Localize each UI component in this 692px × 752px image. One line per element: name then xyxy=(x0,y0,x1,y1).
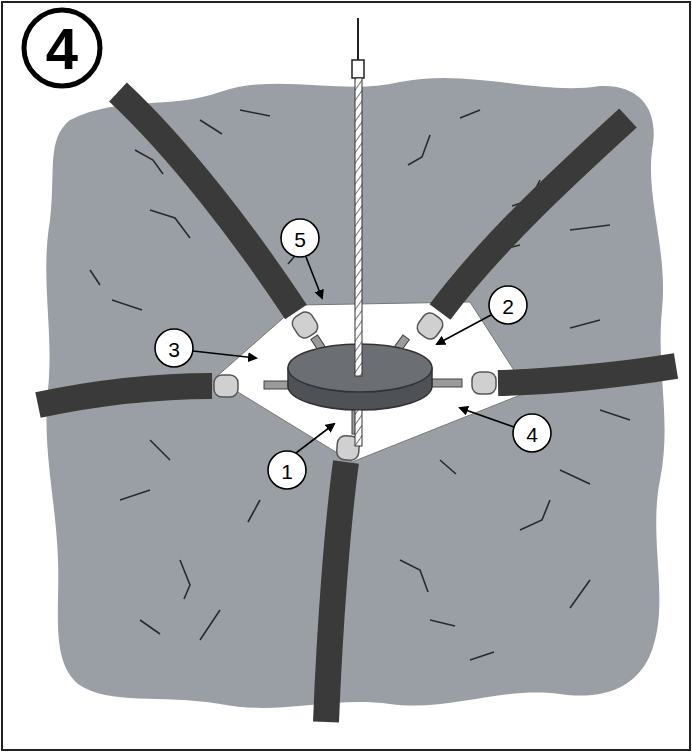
nozzles xyxy=(264,335,462,434)
threaded-rod xyxy=(352,18,364,446)
callout-number: 5 xyxy=(294,229,306,250)
callout-number: 2 xyxy=(502,296,514,317)
step-circle xyxy=(24,10,100,86)
step-number: 4 xyxy=(46,20,78,78)
callout-number: 3 xyxy=(168,339,180,360)
leader-arrows xyxy=(193,257,514,453)
excavation xyxy=(215,302,528,462)
callout-number: 1 xyxy=(281,461,293,482)
callout-number: 4 xyxy=(526,424,538,445)
callout-circles xyxy=(155,219,551,489)
